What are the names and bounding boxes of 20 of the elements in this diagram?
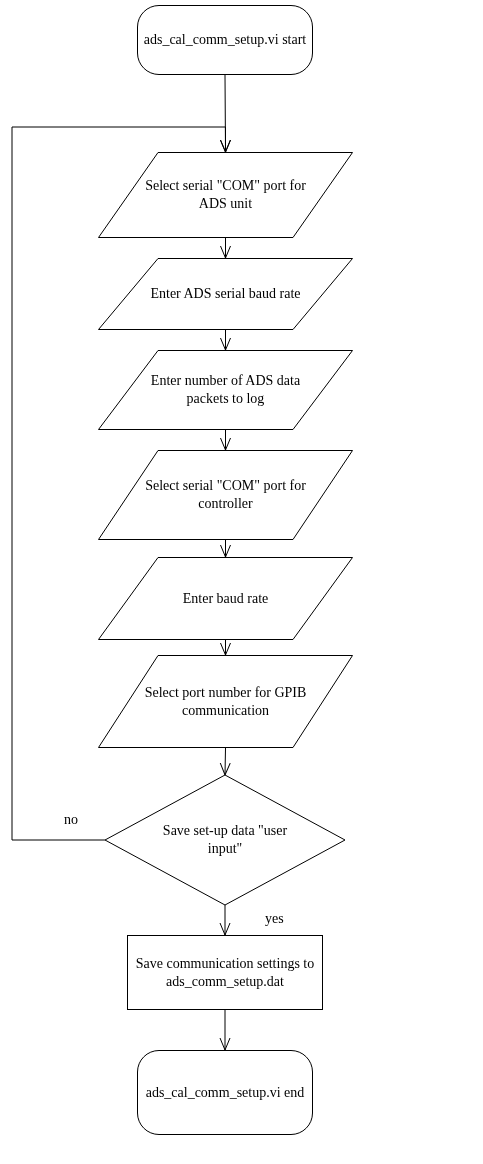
input-parallelogram <box>98 350 353 430</box>
node-label: Select serial "COM" port for ADS unit <box>144 177 307 213</box>
node-label: ads_cal_comm_setup.vi end <box>145 1083 305 1102</box>
input-parallelogram <box>98 258 353 330</box>
node-label: ads_cal_comm_setup.vi start <box>143 31 307 49</box>
input-parallelogram <box>98 557 353 640</box>
process-box <box>127 935 323 1010</box>
node-label: Enter number of ADS data packets to log <box>149 372 302 408</box>
node-label: Save set-up data "user input" <box>161 822 289 858</box>
terminal-box <box>137 1050 313 1135</box>
input-parallelogram <box>98 450 353 540</box>
decision-diamond <box>105 775 345 905</box>
node-label: Select port number for GPIB communication <box>143 683 308 720</box>
node-label: Save communication settings to ads_comm_setup.dat <box>134 954 316 991</box>
node-label: Enter ADS serial baud rate <box>150 285 301 303</box>
node-label: Select serial "COM" port for controller <box>144 477 307 513</box>
terminal-box <box>137 5 313 75</box>
input-parallelogram <box>98 152 353 238</box>
node-label: Enter baud rate <box>182 589 269 608</box>
input-parallelogram <box>98 655 353 748</box>
